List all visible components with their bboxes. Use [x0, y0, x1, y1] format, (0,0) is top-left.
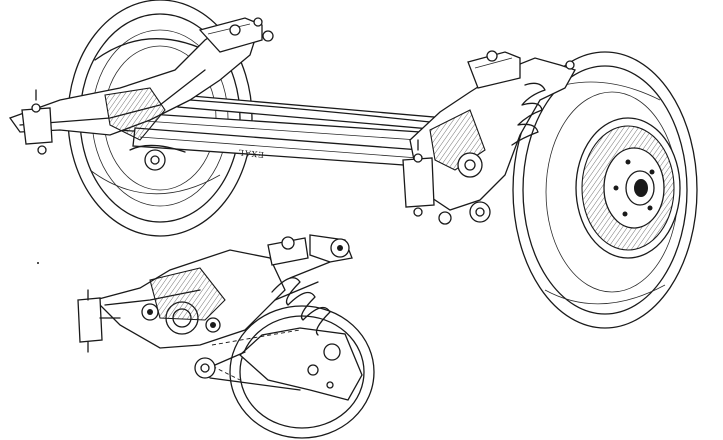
- casting-mark-label: EXAL: [237, 148, 264, 160]
- cross-beam-tubes: [117, 94, 446, 167]
- right-trailing-arm: [402, 50, 576, 225]
- inset-detail-view: [77, 234, 375, 439]
- right-coil-spring: [511, 82, 546, 146]
- left-trailing-arm: [8, 17, 274, 171]
- inset-coil-spring: [271, 261, 331, 336]
- right-brake-disc: [575, 117, 681, 259]
